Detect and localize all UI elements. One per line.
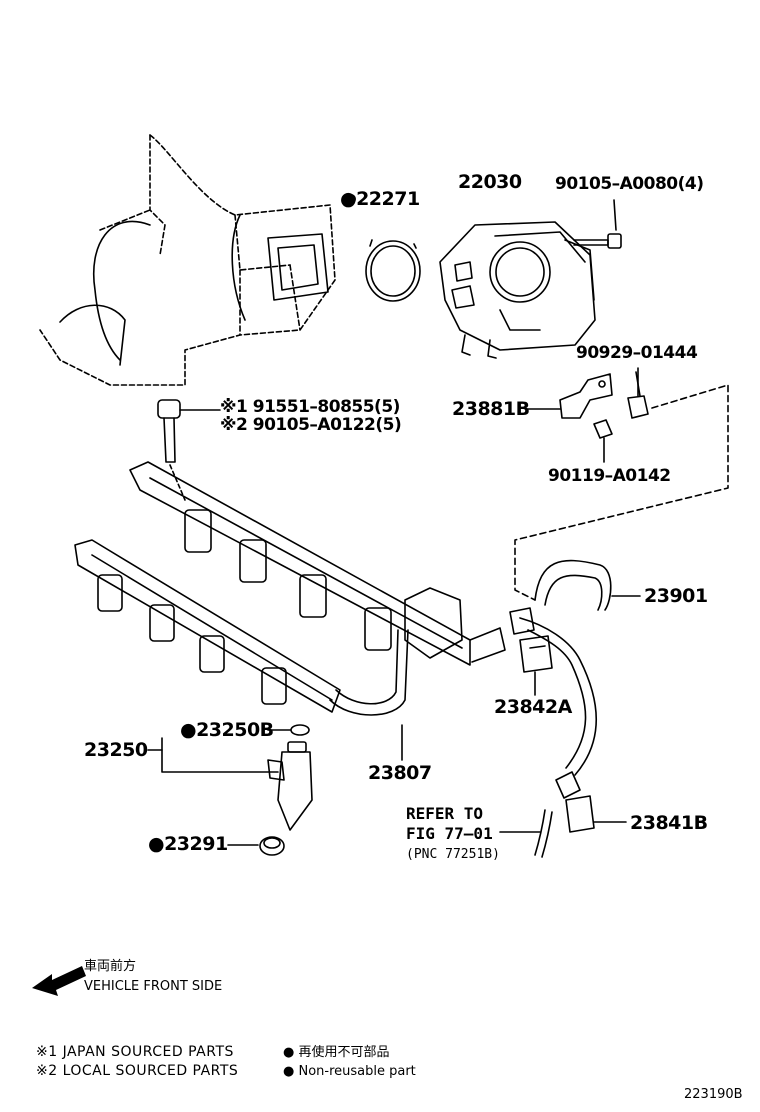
callout-23291: ●23291 [148,833,228,855]
callout-23842a: 23842A [494,696,572,718]
clip-23841b [565,795,627,833]
legend-note-1: ※1 JAPAN SOURCED PARTS [36,1044,234,1060]
bolt-90119-a0142 [593,419,613,463]
legend-nonreuse-en: ● Non-reusable part [283,1064,416,1079]
callout-bracket-23250 [147,729,291,773]
callout-23250b: ●23250B [180,719,274,741]
fuel-rail-upper [129,461,506,666]
callout-91551-80855: ※1 91551–80855(5) [220,397,400,417]
connector-23901 [509,607,581,799]
callout-90119-a0142: 90119–A0142 [548,466,671,486]
legend-nonreuse-jp: ● 再使用不可部品 [283,1045,390,1060]
legend-note-2: ※2 LOCAL SOURCED PARTS [36,1063,239,1079]
front-side-jp: 車両前方 [84,959,137,974]
clip-90929-01444 [627,367,649,419]
fuel-rail-lower [74,539,341,713]
callout-90929-01444: 90929–01444 [576,343,698,363]
injector-23250 [267,724,313,831]
callout-23250: 23250 [84,739,148,761]
figure-id: 223190B [684,1087,743,1102]
vehicle-front-arrow [32,966,86,996]
throttle-body-22030 [439,221,596,359]
callout-90105-a0122: ※2 90105–A0122(5) [220,415,402,435]
callout-22030: 22030 [458,171,522,193]
insulator-23291 [227,836,285,856]
callout-90105-a0080: 90105–A0080(4) [555,174,704,194]
hose-23901 [519,559,641,776]
clip-23842a [519,635,553,696]
manifold-flange [59,214,329,366]
refer-line-3: (PNC 77251B) [406,847,500,862]
leader-dashed [514,384,729,601]
front-side-en: VEHICLE FRONT SIDE [84,979,223,994]
gasket-22271 [365,239,421,302]
bolt-90105-a0080 [573,199,622,249]
callout-23901: 23901 [644,585,708,607]
callout-23881b: 23881B [452,398,530,420]
callout-22271: ●22271 [340,188,420,210]
callout-23841b: 23841B [630,812,708,834]
refer-line-2: FIG 77–01 [406,824,493,843]
bolt-91551-80855 [157,399,221,501]
callout-23807: 23807 [368,762,432,784]
pipe-23807 [329,629,409,761]
refer-pipe [534,809,553,858]
refer-line-1: REFER TO [406,804,484,823]
bracket-23881b [525,373,613,419]
intake-manifold [39,134,336,386]
